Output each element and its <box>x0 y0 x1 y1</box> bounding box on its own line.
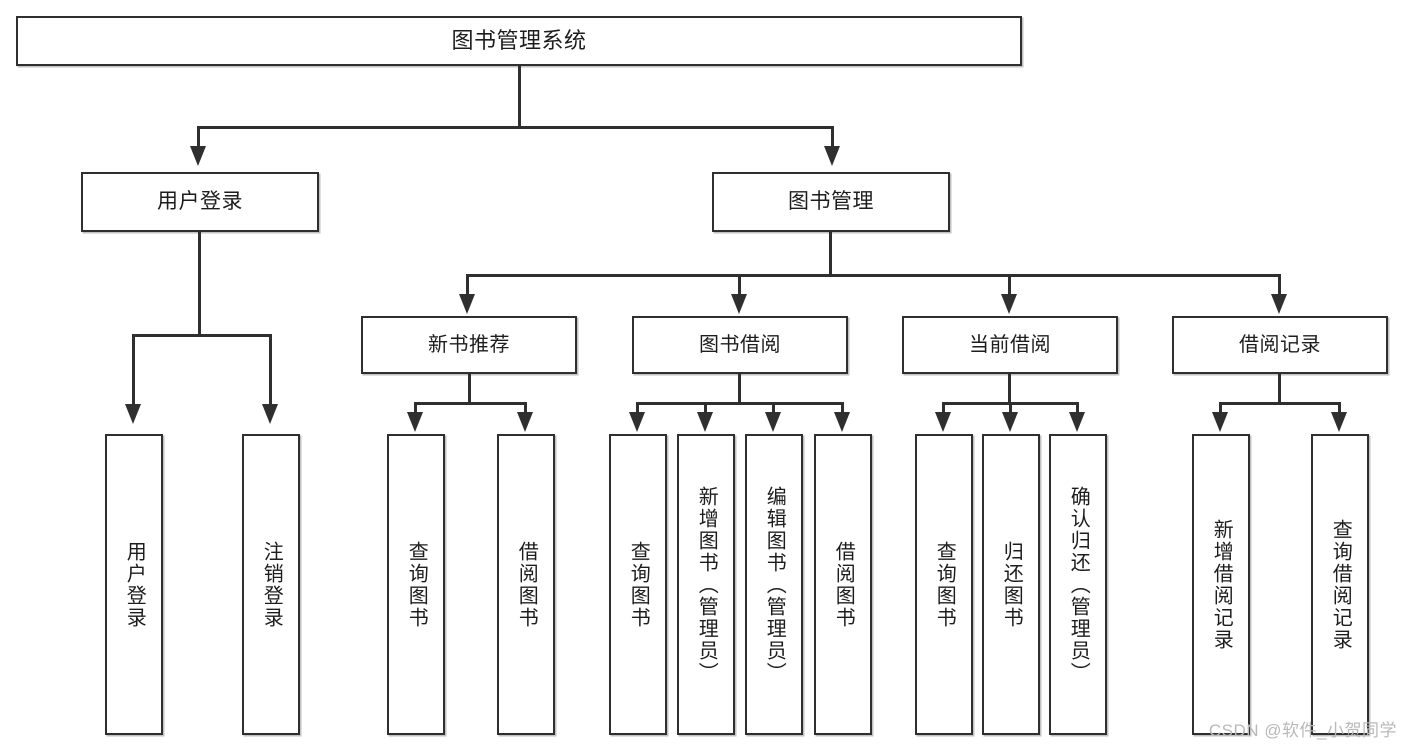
node-leaf-borrow-book-1[interactable]: 借阅图书 <box>497 434 555 735</box>
connector-user-login-stem <box>198 232 201 336</box>
connector-bb-drop-4 <box>841 402 844 414</box>
connector-cb-drop-1 <box>942 402 945 414</box>
arrow-to-leaf-borrow-book-1 <box>517 412 533 432</box>
node-leaf-return-book[interactable]: 归还图书 <box>982 434 1040 735</box>
node-leaf-add-book[interactable]: 新增图书（管理员） <box>677 434 735 735</box>
connector-root-to-book-manage <box>831 126 834 148</box>
connector-new-book-recommend-bus <box>414 402 527 405</box>
arrow-to-leaf-query-book-2 <box>629 412 645 432</box>
node-label: 新增图书（管理员） <box>695 485 718 684</box>
node-root-system[interactable]: 图书管理系统 <box>16 16 1022 66</box>
node-label: 当前借阅 <box>969 334 1051 356</box>
connector-book-manage-bus <box>466 274 1281 277</box>
connector-root-stem <box>518 66 521 128</box>
node-book-borrow[interactable]: 图书借阅 <box>632 316 848 374</box>
connector-cb-drop-3 <box>1076 402 1079 414</box>
connector-root-to-user-login <box>197 126 200 148</box>
node-label: 借阅记录 <box>1239 334 1321 356</box>
node-label: 确认归还（管理员） <box>1067 485 1090 684</box>
connector-br-drop-2 <box>1338 402 1341 414</box>
node-borrow-record[interactable]: 借阅记录 <box>1172 316 1388 374</box>
node-label: 用户登录 <box>123 540 146 629</box>
connector-nbr-drop-1 <box>414 402 417 414</box>
arrow-to-leaf-return-book <box>1002 412 1018 432</box>
node-leaf-user-login[interactable]: 用户登录 <box>105 434 163 735</box>
connector-nbr-drop-2 <box>524 402 527 414</box>
node-user-login[interactable]: 用户登录 <box>81 172 319 232</box>
node-label: 注销登录 <box>260 540 283 629</box>
arrow-to-leaf-add-record <box>1212 412 1228 432</box>
node-label: 查询借阅记录 <box>1329 518 1352 651</box>
node-label: 编辑图书（管理员） <box>763 485 786 684</box>
arrow-to-leaf-query-book-3 <box>935 412 951 432</box>
connector-bb-drop-1 <box>636 402 639 414</box>
connector-br-drop-1 <box>1219 402 1222 414</box>
node-label: 用户登录 <box>157 190 243 214</box>
arrow-to-new-book-recommend <box>459 294 475 314</box>
arrow-to-leaf-query-book-1 <box>407 412 423 432</box>
arrow-root-to-book-manage <box>824 146 840 166</box>
connector-book-borrow-stem <box>738 374 741 404</box>
node-label: 归还图书 <box>1000 540 1023 629</box>
node-new-book-recommend[interactable]: 新书推荐 <box>361 316 577 374</box>
node-leaf-edit-book[interactable]: 编辑图书（管理员） <box>745 434 803 735</box>
connector-cb-drop-2 <box>1009 402 1012 414</box>
node-label: 借阅图书 <box>515 540 538 629</box>
arrow-to-leaf-borrow-book-2 <box>834 412 850 432</box>
connector-user-login-drop-1 <box>132 334 135 406</box>
node-leaf-add-record[interactable]: 新增借阅记录 <box>1192 434 1250 735</box>
node-book-manage[interactable]: 图书管理 <box>712 172 950 232</box>
connector-to-book-borrow <box>738 274 741 296</box>
connector-new-book-recommend-stem <box>468 374 471 404</box>
node-leaf-query-record[interactable]: 查询借阅记录 <box>1311 434 1369 735</box>
arrow-to-leaf-edit-book <box>765 412 781 432</box>
arrow-to-book-borrow <box>731 294 747 314</box>
node-label: 图书管理 <box>788 190 874 214</box>
node-label: 查询图书 <box>405 540 428 629</box>
node-leaf-logout-login[interactable]: 注销登录 <box>242 434 300 735</box>
node-label: 图书借阅 <box>699 334 781 356</box>
arrow-to-borrow-record <box>1271 294 1287 314</box>
node-leaf-confirm-return[interactable]: 确认归还（管理员） <box>1049 434 1107 735</box>
connector-bb-drop-2 <box>704 402 707 414</box>
node-label: 新增借阅记录 <box>1210 518 1233 651</box>
node-leaf-query-book-2[interactable]: 查询图书 <box>609 434 667 735</box>
node-leaf-query-book-3[interactable]: 查询图书 <box>915 434 973 735</box>
arrow-to-leaf-query-record <box>1331 412 1347 432</box>
connector-borrow-record-bus <box>1219 402 1341 405</box>
arrow-to-leaf-user-login <box>125 404 141 424</box>
connector-user-login-bus <box>132 334 269 337</box>
node-label: 查询图书 <box>933 540 956 629</box>
connector-current-borrow-stem <box>1008 374 1011 404</box>
connector-borrow-record-stem <box>1278 374 1281 404</box>
node-label: 借阅图书 <box>832 540 855 629</box>
arrow-to-leaf-confirm-return <box>1069 412 1085 432</box>
connector-to-current-borrow <box>1008 274 1011 296</box>
node-current-borrow[interactable]: 当前借阅 <box>902 316 1118 374</box>
connector-to-borrow-record <box>1278 274 1281 296</box>
node-label: 查询图书 <box>627 540 650 629</box>
connector-user-login-drop-2 <box>269 334 272 406</box>
node-label: 图书管理系统 <box>451 27 587 53</box>
arrow-to-leaf-add-book <box>697 412 713 432</box>
connector-book-borrow-bus <box>636 402 844 405</box>
connector-bb-drop-3 <box>772 402 775 414</box>
arrow-root-to-user-login <box>190 146 206 166</box>
connector-book-manage-stem <box>829 232 832 276</box>
node-label: 新书推荐 <box>428 334 510 356</box>
arrow-to-current-borrow <box>1001 294 1017 314</box>
node-leaf-query-book-1[interactable]: 查询图书 <box>387 434 445 735</box>
arrow-to-leaf-logout-login <box>262 404 278 424</box>
connector-to-new-book-recommend <box>466 274 469 296</box>
node-leaf-borrow-book-2[interactable]: 借阅图书 <box>814 434 872 735</box>
connector-root-bus <box>197 126 834 129</box>
